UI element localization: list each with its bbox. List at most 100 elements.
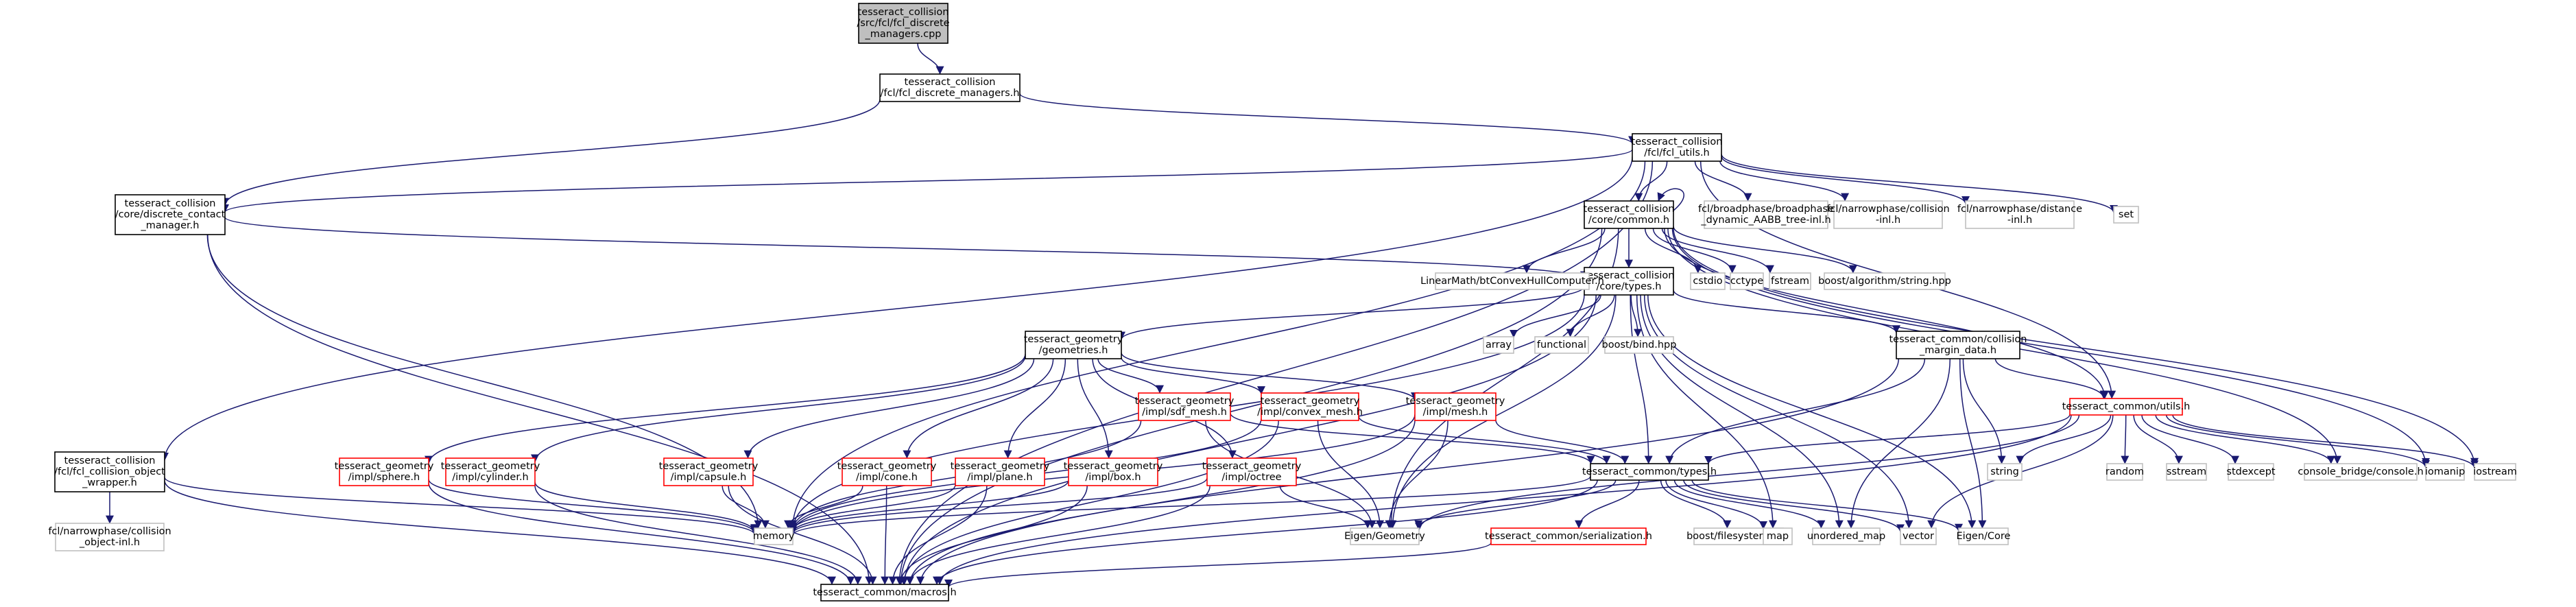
node-capsule[interactable]: tesseract_geometry/impl/capsule.h [659, 457, 759, 486]
node-label-map-0: map [1767, 531, 1789, 542]
node-box-dcm [115, 194, 226, 235]
edge-mesh-to-macros [905, 420, 1416, 585]
node-box-stdexcept [2228, 463, 2274, 481]
node-cutils[interactable]: tesseract_common/utils.h [2062, 398, 2191, 416]
node-box-ctypes [1584, 267, 1674, 296]
node-sphere[interactable]: tesseract_geometry/impl/sphere.h [335, 457, 434, 486]
node-cmesh[interactable]: tesseract_geometry/impl/convex_mesh.h [1257, 392, 1363, 421]
node-octree[interactable]: tesseract_geometry/impl/octree [1202, 457, 1302, 486]
node-box-ecore [1958, 527, 2009, 545]
node-ctypesh[interactable]: tesseract_common/types.h [1582, 463, 1717, 481]
node-set: set [2113, 206, 2139, 224]
node-label-ctypesh-0: tesseract_common/types.h [1582, 466, 1717, 477]
node-box-npc [1833, 200, 1943, 229]
node-geoms[interactable]: tesseract_geometry/geometries.h [1024, 331, 1123, 359]
node-vector: vector [1900, 527, 1937, 545]
edge-cutils-to-ctypesh [1704, 414, 2071, 464]
node-label-dcm-1: /core/discrete_contact [115, 209, 226, 220]
node-root[interactable]: tesseract_collision/src/fcl/fcl_discrete… [857, 3, 950, 44]
node-box-box [1068, 457, 1158, 486]
node-futils[interactable]: tesseract_collision/fcl/fcl_utils.h [1632, 133, 1723, 162]
node-label-ccommon-1: /core/common.h [1588, 215, 1669, 226]
node-label-fcoi-0: fcl/narrowphase/collision [48, 526, 171, 537]
edge-mesh-to-ctypesh [1495, 420, 1630, 464]
node-label-futils-0: tesseract_collision [1632, 136, 1723, 147]
node-box-npd [1965, 200, 2075, 229]
node-box-functional [1534, 336, 1589, 354]
edge-cutils-to-cb [2155, 414, 2335, 464]
node-box-sstream [2166, 463, 2207, 481]
node-box-iostream [2474, 463, 2516, 481]
edge-ctypesh-to-ser [1575, 479, 1640, 529]
edge-cmd-to-string [1962, 358, 2006, 464]
edge-geoms-to-sdf [1097, 358, 1164, 394]
node-label-sstream-0: sstream [2167, 466, 2206, 477]
node-label-set-0: set [2119, 209, 2134, 220]
node-box-cctype [1730, 272, 1764, 290]
edge-mesh-to-egeom [1385, 420, 1448, 529]
node-box-futils [1632, 133, 1722, 162]
edge-ctypes-to-geoms [1117, 286, 1585, 340]
node-label-ccommon-0: tesseract_collision [1584, 204, 1675, 215]
node-box-egeom [1350, 527, 1420, 545]
edge-futils-to-npd [1721, 156, 1970, 205]
node-cmd[interactable]: tesseract_common/collision_margin_data.h [1889, 331, 2027, 359]
node-label-cone-0: tesseract_geometry [837, 461, 937, 472]
edge-cylinder-to-macros [534, 485, 862, 585]
node-mesh[interactable]: tesseract_geometry/impl/mesh.h [1406, 392, 1505, 421]
node-box-ctypesh [1590, 463, 1709, 481]
edge-sphere-to-macros [428, 482, 855, 585]
edge-cutils-to-macros [935, 414, 2072, 585]
edge-ctypes-to-array [1510, 294, 1601, 338]
node-box-cb [2304, 463, 2418, 481]
node-label-iostream-0: iostream [2473, 466, 2517, 477]
node-box[interactable]: tesseract_geometry/impl/box.h [1064, 457, 1163, 486]
node-box-sphere [339, 457, 429, 486]
node-label-umap-0: unordered_map [1807, 531, 1885, 542]
node-label-plane-1: /impl/plane.h [967, 472, 1032, 483]
node-cone[interactable]: tesseract_geometry/impl/cone.h [837, 457, 937, 486]
node-ccommon[interactable]: tesseract_collision/core/common.h [1584, 200, 1675, 229]
node-box-capsule [663, 457, 754, 486]
edge-sphere-to-memory [428, 479, 759, 534]
node-label-fcow-2: _wrapper.h [82, 477, 137, 488]
node-label-capsule-0: tesseract_geometry [659, 461, 759, 472]
edge-geoms-to-cylinder [531, 355, 1026, 463]
node-label-sdf-1: /impl/sdf_mesh.h [1142, 407, 1227, 418]
node-fdm[interactable]: tesseract_collision/fcl/fcl_discrete_man… [879, 73, 1021, 102]
edge-futils-to-bp [1694, 160, 1752, 202]
node-label-bp-0: fcl/broadphase/broadphase [1698, 204, 1834, 215]
node-fcow[interactable]: tesseract_collision/fcl/fcl_collision_ob… [54, 451, 165, 492]
node-dcm[interactable]: tesseract_collision/core/discrete_contac… [115, 194, 226, 235]
node-bp: fcl/broadphase/broadphase_dynamic_AABB_t… [1698, 200, 1834, 229]
edge-cmd-to-cutils [1994, 358, 2108, 399]
node-label-cctype-0: cctype [1730, 276, 1763, 287]
edge-ccommon-to-cstdio [1644, 228, 1702, 274]
edge-futils-to-macros [895, 160, 1654, 585]
node-ser[interactable]: tesseract_common/serialization.h [1485, 527, 1652, 545]
edge-ccommon-to-cctype [1652, 228, 1737, 274]
edge-futils-to-fcow [160, 156, 1633, 461]
node-macros[interactable]: tesseract_common/macros.h [813, 584, 957, 602]
node-label-geoms-1: /geometries.h [1039, 345, 1108, 356]
edge-ctypes-to-egeom [1388, 294, 1617, 529]
node-sdf[interactable]: tesseract_geometry/impl/sdf_mesh.h [1135, 392, 1235, 421]
node-label-cmesh-0: tesseract_geometry [1261, 396, 1360, 407]
node-label-array-0: array [1486, 340, 1512, 350]
node-box-mesh [1414, 392, 1496, 421]
edge-geoms-to-box [1077, 358, 1113, 459]
node-stdexcept: stdexcept [2226, 463, 2276, 481]
edge-cone-to-memory [784, 485, 863, 529]
node-label-fcoi-1: _object-inl.h [79, 537, 140, 548]
node-box-umap [1812, 527, 1881, 545]
edges-layer [106, 43, 2479, 588]
edge-cmd-to-macros [916, 358, 1900, 585]
node-plane[interactable]: tesseract_geometry/impl/plane.h [951, 457, 1050, 486]
edge-ccommon-to-cutils [1664, 228, 2109, 399]
node-label-cylinder-0: tesseract_geometry [441, 461, 540, 472]
node-label-fcow-1: /fcl/fcl_collision_object [54, 466, 165, 477]
node-label-memory-0: memory [753, 531, 795, 542]
node-cylinder[interactable]: tesseract_geometry/impl/cylinder.h [441, 457, 540, 486]
node-ctypes[interactable]: tesseract_collision/core/types.h [1584, 267, 1675, 296]
edge-geoms-to-sphere [425, 353, 1026, 464]
